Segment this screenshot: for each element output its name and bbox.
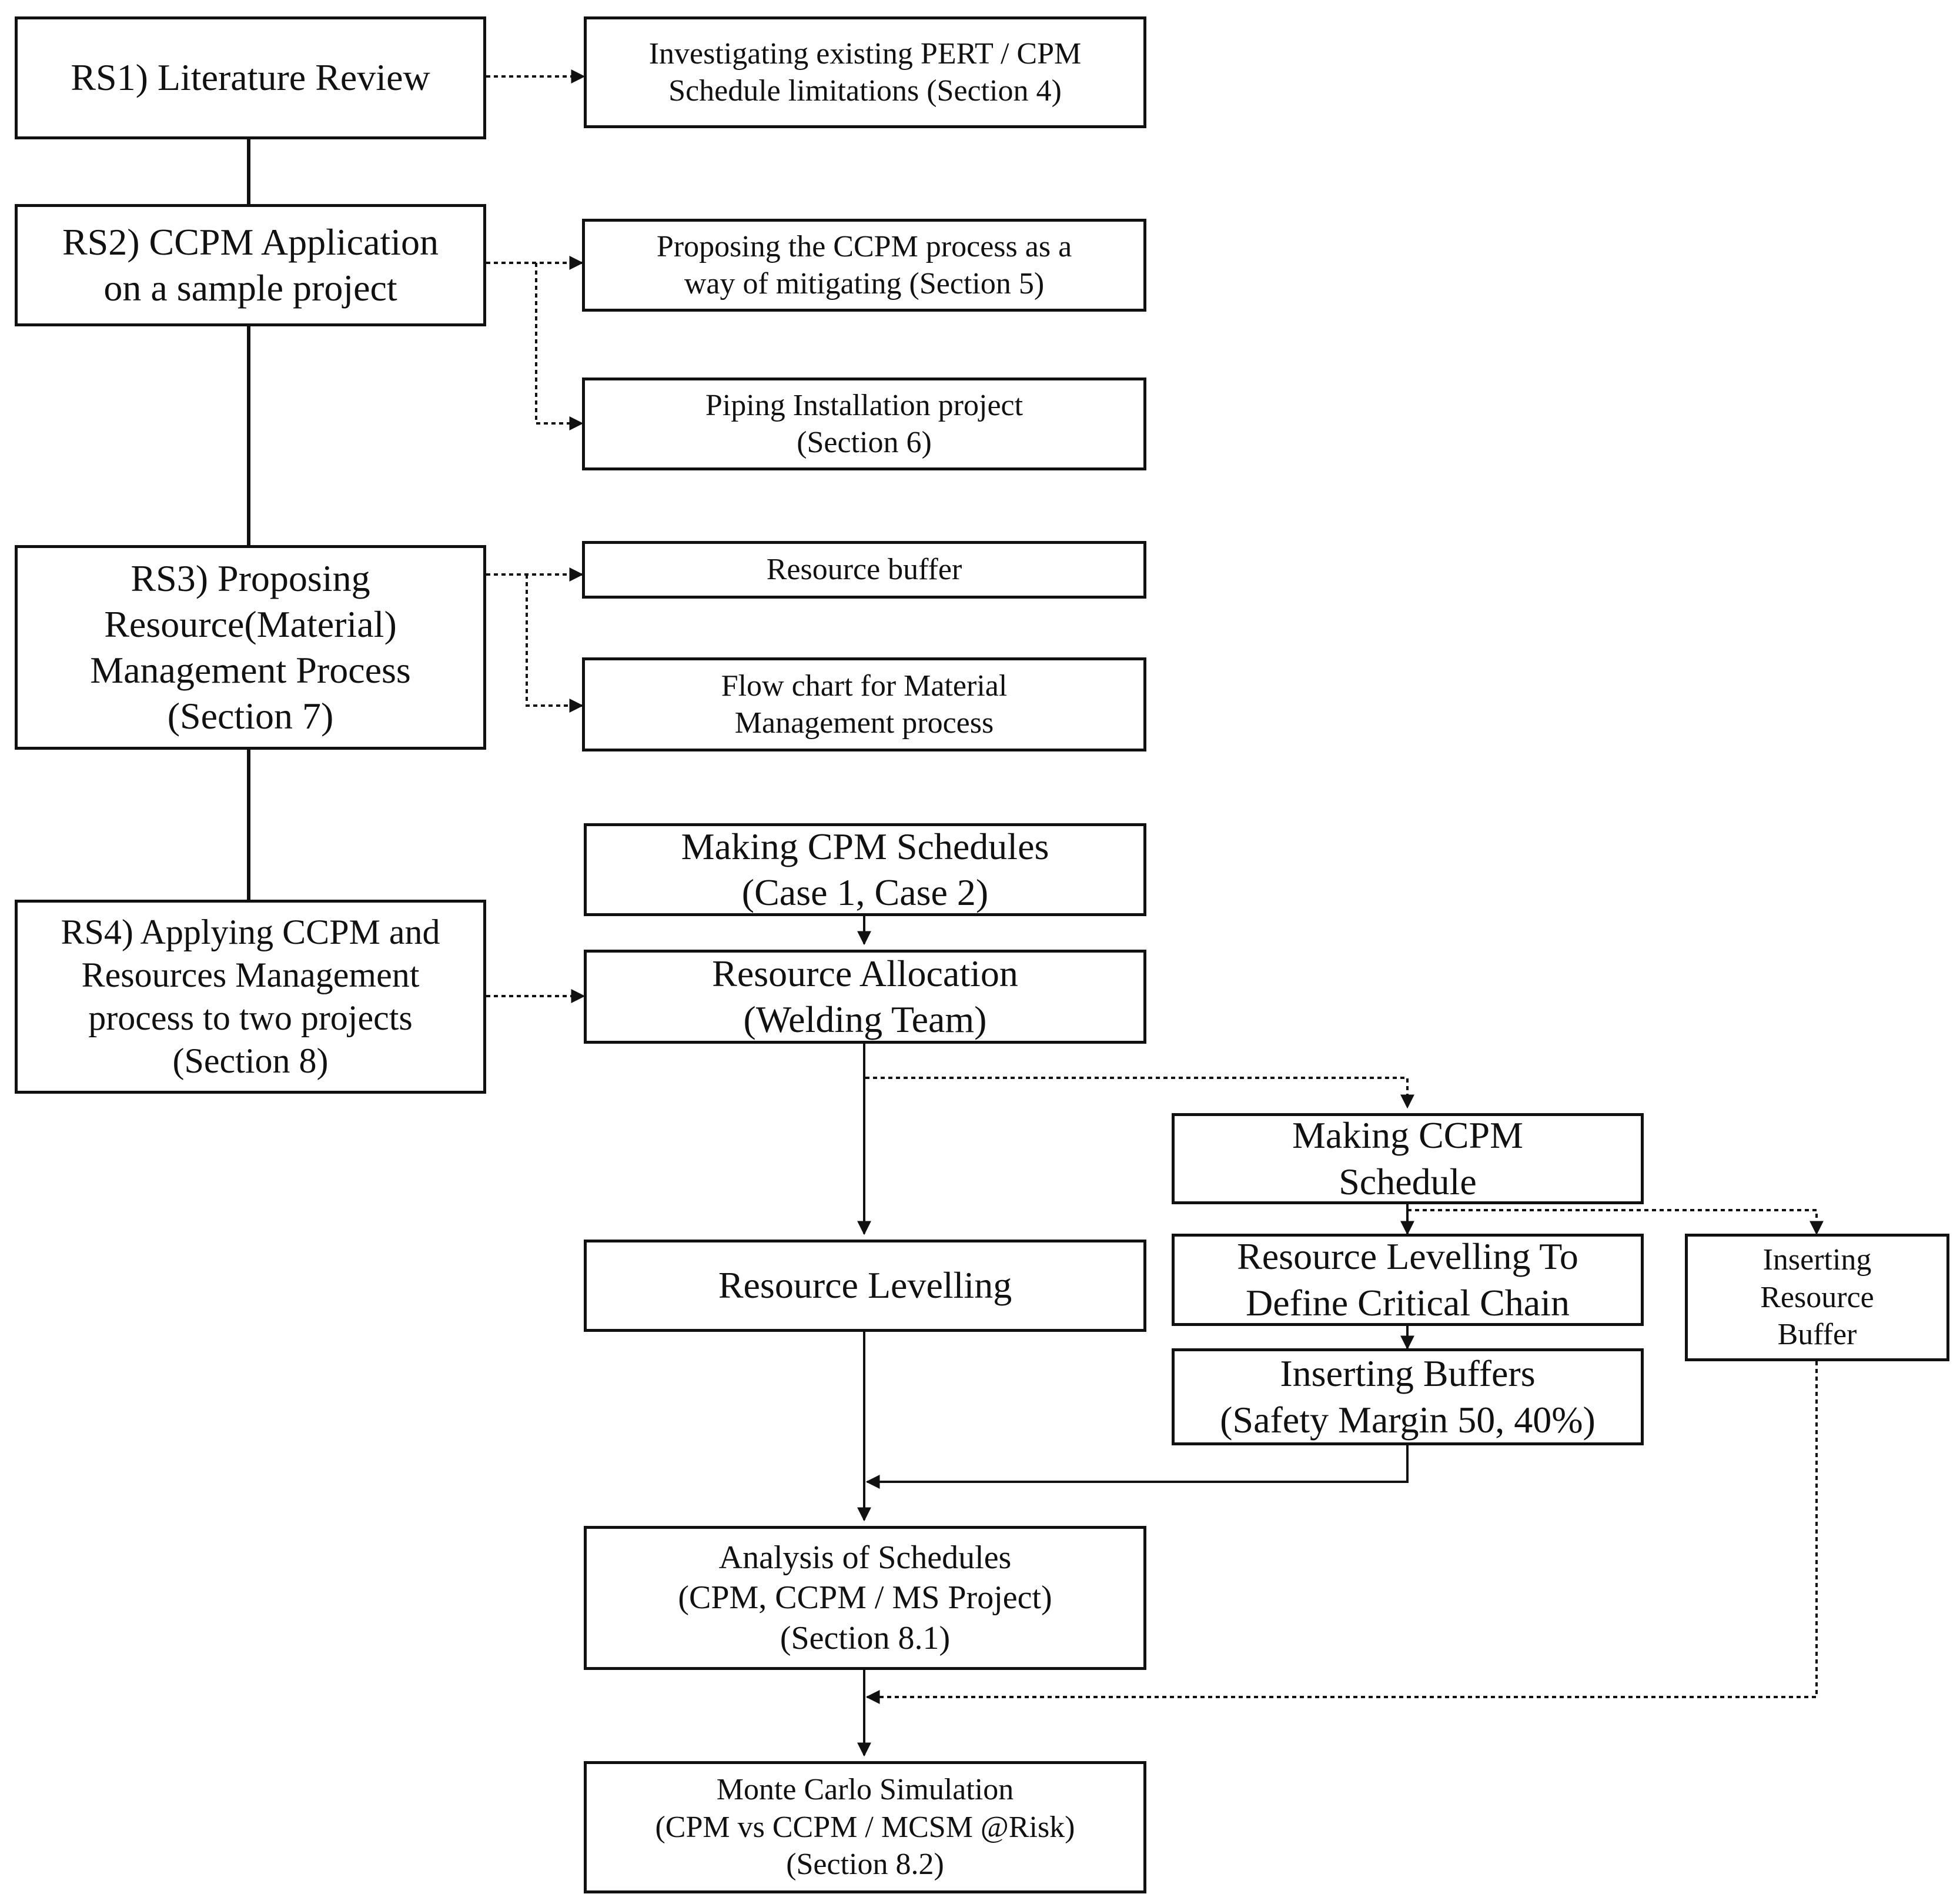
arrow-allocation-to-making-ccpm [865,1077,1414,1109]
rs1-line-1: RS1) Literature Review [71,56,430,99]
rs3-line-3: Management Process [90,649,411,691]
pert-line-1: Investigating existing PERT / CPM [648,36,1082,71]
ccpm-process-line-1: Proposing the CCPM process as a [656,229,1072,263]
arrow-making-ccpm-to-inserting-resource-buffer [1407,1209,1824,1235]
resource-buffer-label: Resource buffer [766,553,962,587]
ccpm-process-line-2: way of mitigating (Section 5) [684,267,1045,300]
rs2-line-2: on a sample project [103,267,397,309]
rs1-literature-review-box: RS1) Literature Review [15,16,486,139]
monte-carlo-line-1: Monte Carlo Simulation [716,1773,1014,1807]
rs3-line-4: (Section 7) [167,695,334,737]
rs4-line-2: Resources Management [81,955,420,994]
cpm-schedules-line-2: (Case 1, Case 2) [741,871,989,913]
piping-installation-box: Piping Installation project (Section 6) [582,378,1146,470]
flow-chart-box: Flow chart for Material Management proce… [582,657,1146,751]
rs4-line-4: (Section 8) [172,1041,329,1081]
inserting-buffers-line-2: (Safety Margin 50, 40%) [1220,1398,1596,1441]
flow-chart-line-2: Management process [734,706,994,740]
allocation-line-2: (Welding Team) [743,998,987,1040]
monte-carlo-line-3: (Section 8.2) [786,1848,944,1882]
inserting-buffers-line-1: Inserting Buffers [1280,1352,1536,1395]
analysis-line-1: Analysis of Schedules [718,1539,1012,1576]
allocation-line-1: Resource Allocation [712,952,1018,994]
making-cpm-schedules-box: Making CPM Schedules (Case 1, Case 2) [584,823,1146,916]
analysis-line-2: (CPM, CCPM / MS Project) [678,1579,1052,1616]
arrow-buffers-to-analysis-path [865,1445,1409,1489]
inserting-resource-buffer-line-2: Resource [1760,1280,1874,1314]
pert-cpm-limitations-box: Investigating existing PERT / CPM Schedu… [584,16,1146,128]
rs4-line-1: RS4) Applying CCPM and [61,912,440,951]
critical-chain-line-1: Resource Levelling To [1237,1235,1578,1278]
rs4-applying-ccpm-box: RS4) Applying CCPM and Resources Managem… [15,900,486,1094]
rs2-line-1: RS2) CCPM Application [62,221,439,263]
critical-chain-levelling-box: Resource Levelling To Define Critical Ch… [1172,1234,1644,1326]
rs3-line-2: Resource(Material) [104,603,397,645]
pert-line-2: Schedule limitations (Section 4) [668,74,1062,108]
inserting-resource-buffer-line-1: Inserting [1762,1243,1872,1277]
piping-line-2: (Section 6) [797,426,932,459]
flow-chart-line-1: Flow chart for Material [721,669,1008,703]
inserting-resource-buffer-line-3: Buffer [1777,1318,1857,1352]
critical-chain-line-2: Define Critical Chain [1246,1281,1570,1324]
making-ccpm-line-2: Schedule [1339,1160,1477,1202]
ccpm-process-box: Proposing the CCPM process as a way of m… [582,219,1146,312]
making-ccpm-line-1: Making CCPM [1292,1114,1523,1157]
resource-buffer-box: Resource buffer [582,541,1146,599]
resource-allocation-box: Resource Allocation (Welding Team) [584,950,1146,1044]
analysis-of-schedules-box: Analysis of Schedules (CPM, CCPM / MS Pr… [584,1526,1146,1670]
arrow-rs2-to-piping [535,263,584,430]
analysis-line-3: (Section 8.1) [780,1619,951,1656]
rs3-resource-management-box: RS3) Proposing Resource(Material) Manage… [15,545,486,750]
rs4-line-3: process to two projects [88,998,413,1037]
arrow-rs3-to-flow-chart [526,574,584,713]
rs2-ccpm-application-box: RS2) CCPM Application on a sample projec… [15,204,486,326]
monte-carlo-simulation-box: Monte Carlo Simulation (CPM vs CCPM / MC… [584,1761,1146,1893]
cpm-schedules-line-1: Making CPM Schedules [681,825,1049,867]
monte-carlo-line-2: (CPM vs CCPM / MCSM @Risk) [655,1810,1075,1844]
rs3-line-1: RS3) Proposing [131,557,370,599]
making-ccpm-schedule-box: Making CCPM Schedule [1172,1113,1644,1204]
levelling-label: Resource Levelling [718,1264,1012,1307]
resource-levelling-box: Resource Levelling [584,1240,1146,1332]
inserting-resource-buffer-box: Inserting Resource Buffer [1685,1234,1949,1361]
inserting-buffers-box: Inserting Buffers (Safety Margin 50, 40%… [1172,1348,1644,1445]
piping-line-1: Piping Installation project [705,388,1024,422]
